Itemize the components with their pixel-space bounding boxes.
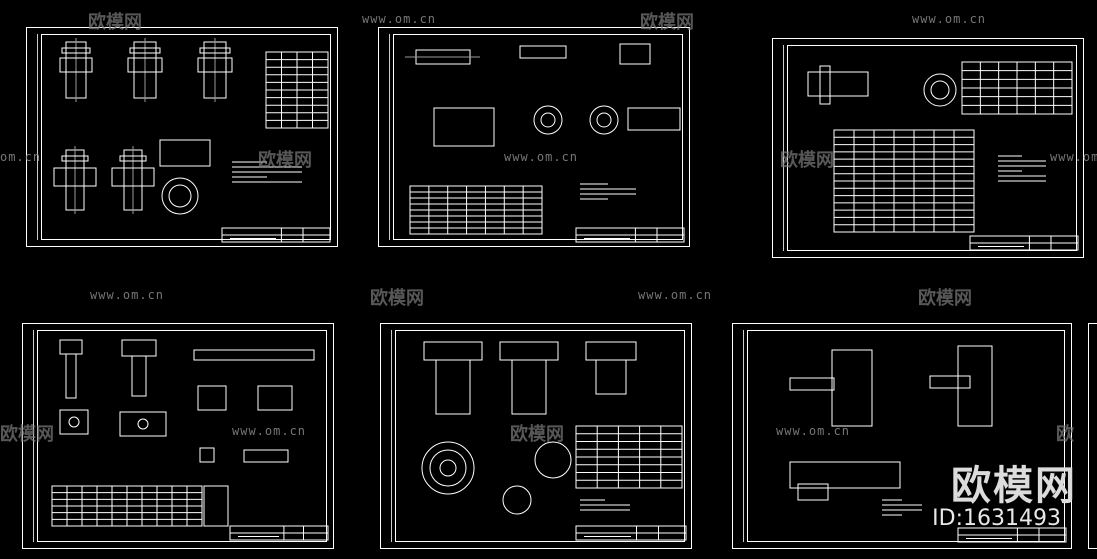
pipe-elevation xyxy=(519,45,567,59)
drawing-sheet-2 xyxy=(378,27,690,247)
watermark-site-8: www.om.cn xyxy=(232,424,307,438)
drawing-sheet-1 xyxy=(26,27,338,247)
beam-section xyxy=(929,375,971,389)
ring-view xyxy=(923,73,957,107)
clamp xyxy=(111,167,155,187)
drawing-sheet-5 xyxy=(380,323,692,549)
tee-top xyxy=(423,341,483,361)
column-section xyxy=(957,345,993,427)
watermark-site-2: www.om.cn xyxy=(912,12,987,26)
flange-circle xyxy=(421,441,475,495)
bore-circle xyxy=(540,112,556,128)
trapezoid-view xyxy=(257,385,293,411)
flange xyxy=(61,47,91,54)
watermark-brand-2: 欧模网 xyxy=(640,12,694,33)
tapered-body xyxy=(433,107,495,147)
watermark-site-6: www.om.cn xyxy=(90,288,165,302)
beam-section xyxy=(789,377,835,391)
detail xyxy=(243,449,289,463)
section-view xyxy=(159,139,211,167)
flange xyxy=(119,155,147,162)
bore-circle xyxy=(439,459,457,477)
bolt-hole xyxy=(137,418,149,430)
bore-circle xyxy=(168,184,192,208)
tee-body xyxy=(595,359,627,395)
wheel-view xyxy=(534,441,572,479)
watermark-site-5: www.om.cn xyxy=(1050,150,1097,164)
bolt-hole xyxy=(68,416,80,428)
flange-circle xyxy=(161,177,199,215)
ring-view xyxy=(589,105,619,135)
base-plate xyxy=(119,411,167,437)
rail-section xyxy=(193,349,315,361)
fitting xyxy=(619,43,651,65)
watermark-brand-6: 欧模网 xyxy=(918,288,972,309)
detail xyxy=(199,447,215,463)
watermark-site-4: www.om.cn xyxy=(504,150,579,164)
tee-body xyxy=(435,359,471,415)
watermark-brand-4: 欧模网 xyxy=(780,150,834,171)
spec-table-side xyxy=(203,485,229,527)
hopper-stem xyxy=(131,355,147,397)
tee-top xyxy=(499,341,559,361)
watermark-brand-3: 欧模网 xyxy=(258,150,312,171)
watermark-site-1: www.om.cn xyxy=(362,12,437,26)
flange xyxy=(199,47,231,54)
drawing-sheet-4 xyxy=(22,323,334,549)
base-plate xyxy=(59,409,89,435)
flange xyxy=(61,155,89,162)
brand-id-text: ID:1631493 xyxy=(932,506,1061,531)
drawing-sheet-6 xyxy=(732,323,1072,549)
drawing-sheet-7-partial xyxy=(1088,323,1097,549)
watermark-site-3: om.cn xyxy=(0,150,42,164)
bore-circle xyxy=(596,112,612,128)
wheel-view xyxy=(502,485,532,515)
trapezoid-view xyxy=(197,385,227,411)
brand-logo-text: 欧模网 xyxy=(951,463,1077,509)
ring xyxy=(429,449,467,487)
watermark-site-7: www.om.cn xyxy=(638,288,713,302)
flange xyxy=(129,47,161,54)
tee-body xyxy=(511,359,547,415)
watermark-site-9: www.om.cn xyxy=(776,424,851,438)
bracket xyxy=(127,57,163,73)
watermark-brand-1: 欧模网 xyxy=(88,12,142,33)
watermark-brand-8: 欧模网 xyxy=(510,424,564,445)
tee-top xyxy=(585,341,637,361)
foundation-section xyxy=(789,461,901,489)
ring-view xyxy=(533,105,563,135)
watermark-brand-7: 欧模网 xyxy=(0,424,54,445)
flange xyxy=(819,65,831,105)
bracket xyxy=(59,57,93,73)
drawing-sheet-3 xyxy=(772,38,1084,258)
footing xyxy=(797,483,829,501)
bore-circle xyxy=(930,80,950,100)
clamp xyxy=(53,167,97,187)
pipe-assembly xyxy=(807,71,869,97)
watermark-brand-9: 欧 xyxy=(1056,424,1074,445)
side-view xyxy=(627,107,681,131)
watermark-brand-5: 欧模网 xyxy=(370,288,424,309)
bracket xyxy=(197,57,233,73)
hopper-top xyxy=(121,339,157,357)
column-section xyxy=(831,349,873,427)
hopper-top xyxy=(59,339,83,355)
hopper-stem xyxy=(65,353,77,399)
